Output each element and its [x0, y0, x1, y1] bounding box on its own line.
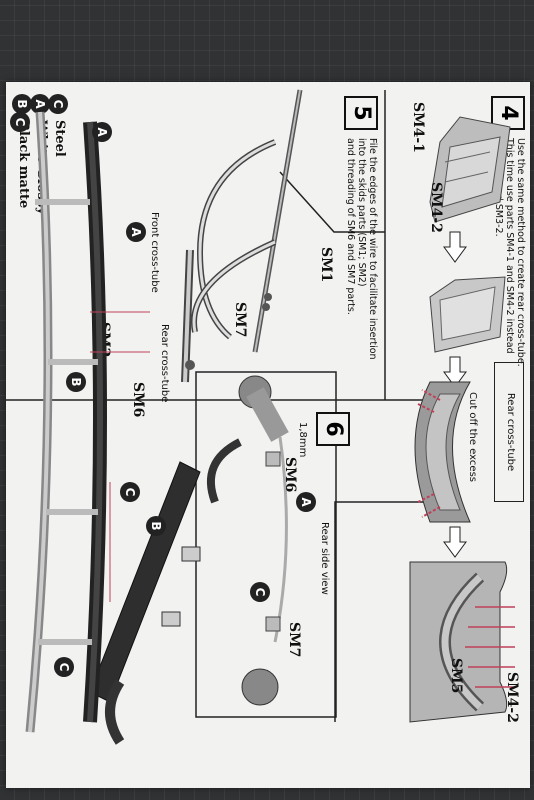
callout-b-1: B: [66, 372, 86, 392]
instruction-sheet: 4 Use the same method to create rear cro…: [6, 82, 530, 788]
step-4-arrow-3: [443, 526, 467, 558]
skid-assembly-illustration: [25, 111, 150, 733]
step-4-illustrations: [409, 116, 515, 723]
step-5-illustration: [181, 89, 303, 383]
step-4-arrow-1: [443, 231, 467, 263]
callout-a-2: A: [92, 122, 112, 142]
rear-cross-tube-final-drawing: [409, 561, 515, 723]
cut-part-drawing: [414, 381, 471, 523]
step-4-arrow-2: [443, 356, 467, 388]
callout-c-4: C: [54, 657, 74, 677]
sm6-part-drawing: [185, 360, 195, 370]
rotated-sheet-content: 4 Use the same method to create rear cro…: [6, 82, 530, 788]
callout-c-2: C: [120, 482, 140, 502]
callout-a-3: A: [296, 492, 316, 512]
rear-side-view-illustration: [238, 375, 289, 706]
callout-a-1: A: [126, 222, 146, 242]
callout-c-1: C: [10, 112, 30, 132]
sm7-part-drawing: [264, 293, 272, 301]
callout-c-3: C: [250, 582, 270, 602]
callout-b-2: B: [146, 516, 166, 536]
sm4-parts-drawing: [429, 116, 511, 223]
sheet-frame-lines: [6, 90, 441, 722]
